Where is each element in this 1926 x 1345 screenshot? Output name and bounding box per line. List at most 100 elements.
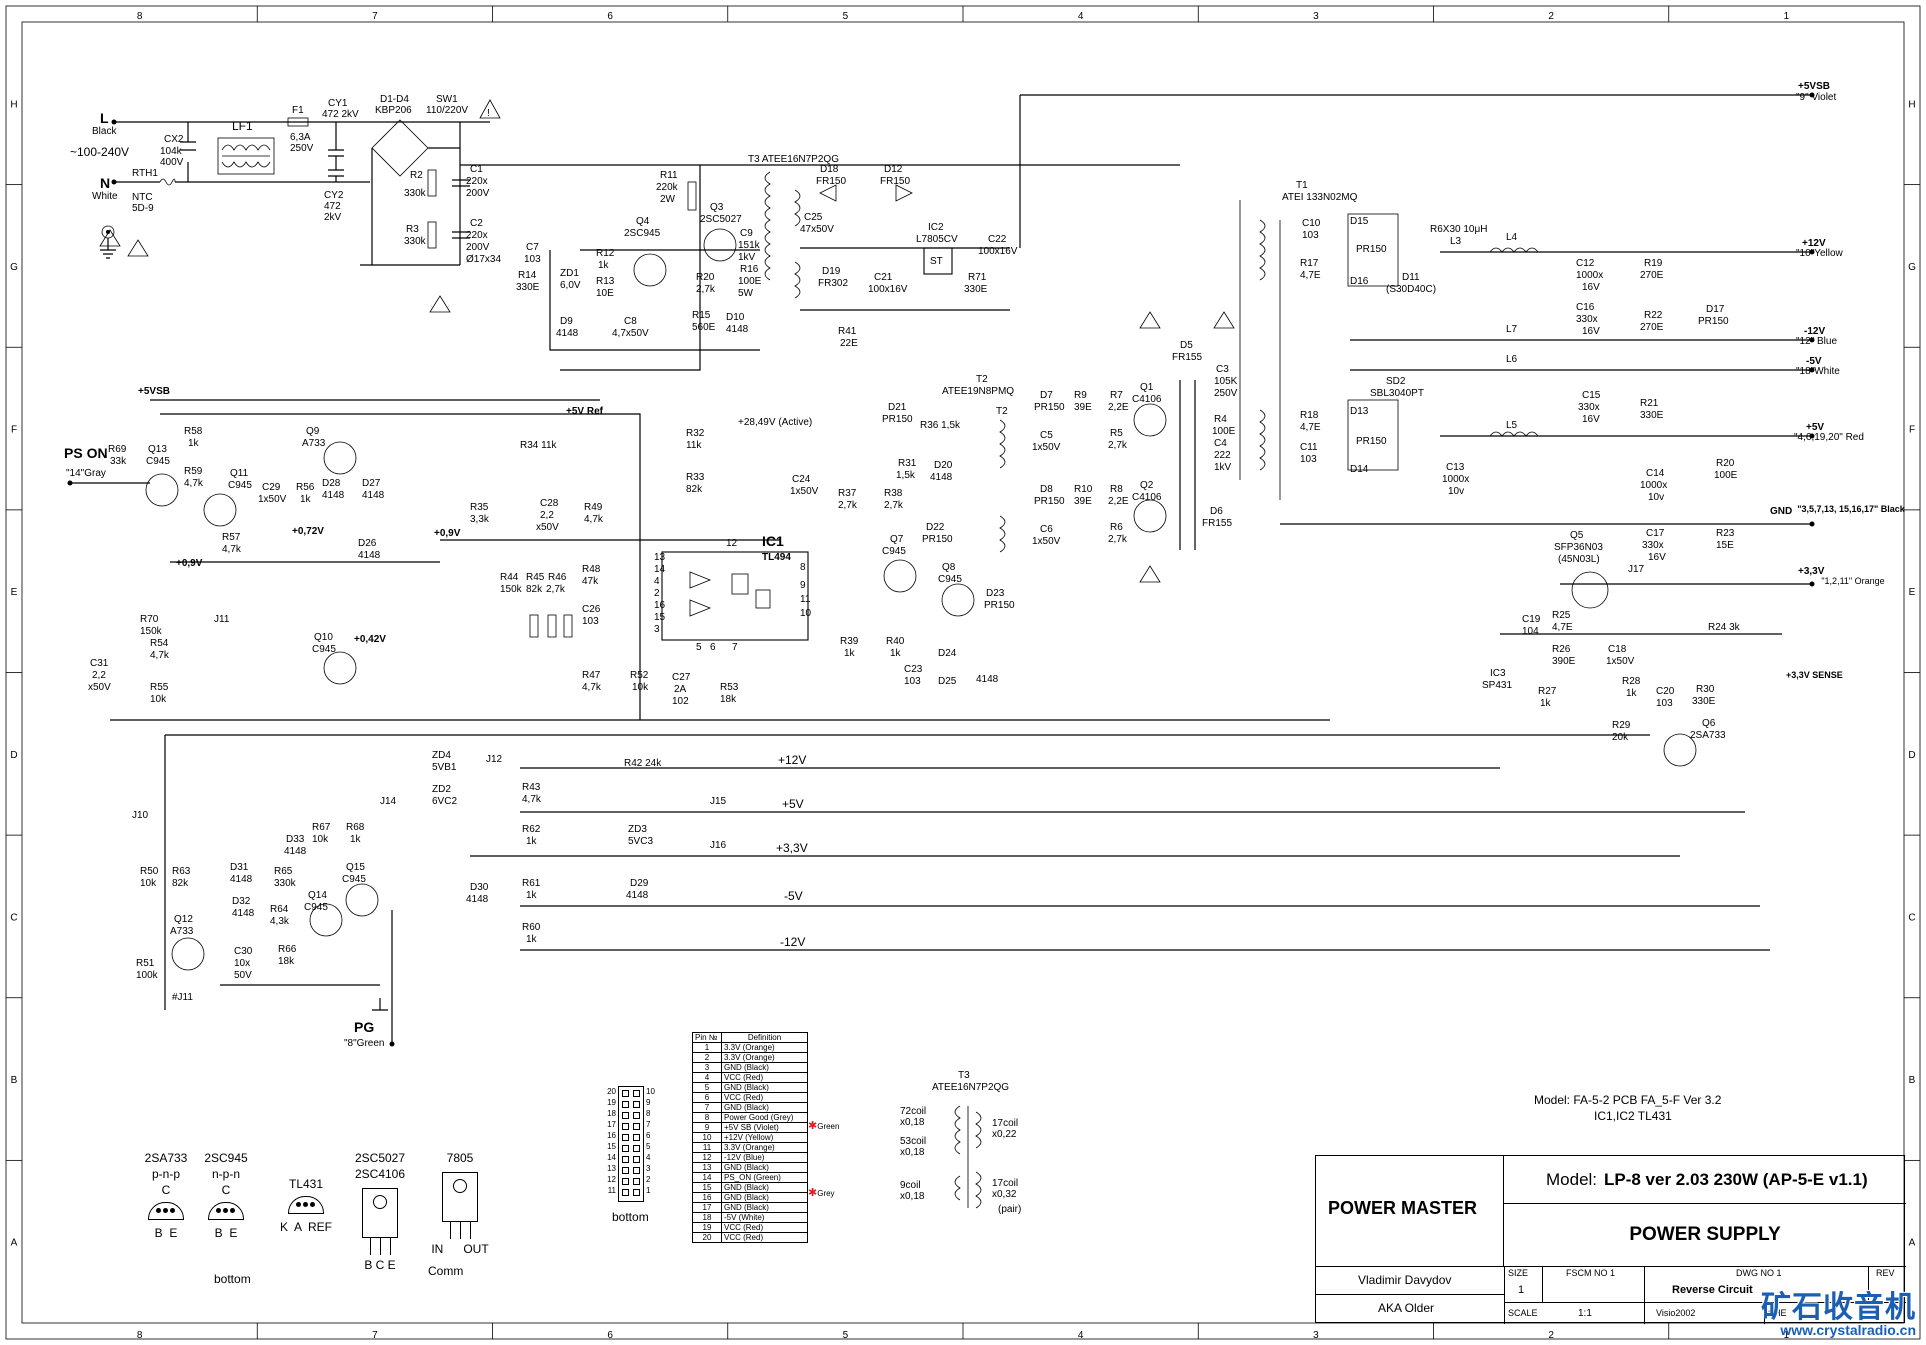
svg-text:151k: 151k	[738, 240, 761, 251]
svg-text:2,2: 2,2	[540, 510, 554, 521]
svg-text:4,7k: 4,7k	[522, 794, 542, 805]
svg-text:R34 11k: R34 11k	[520, 440, 558, 451]
svg-text:C29: C29	[262, 482, 281, 493]
svg-text:J16: J16	[710, 840, 727, 851]
svg-text:2kV: 2kV	[324, 212, 342, 223]
svg-text:D5: D5	[1180, 340, 1193, 351]
svg-text:D29: D29	[630, 878, 649, 889]
pin-definition-cell: GND (Black)	[721, 1102, 808, 1113]
svg-text:15E: 15E	[1716, 540, 1734, 551]
pin-number-cell: 9	[692, 1122, 722, 1133]
connector-pin	[633, 1156, 640, 1163]
svg-text:220x: 220x	[466, 176, 488, 187]
lf1-choke	[217, 137, 275, 175]
rail-gnd-pin-box: "3,5,7,13, 15,16,17" Black	[1797, 504, 1905, 514]
svg-text:R12: R12	[596, 248, 615, 259]
pin-number-cell: 15	[692, 1182, 722, 1193]
svg-text:5W: 5W	[738, 288, 754, 299]
pin-number-cell: 2	[692, 1052, 722, 1063]
svg-text:330E: 330E	[964, 284, 988, 295]
svg-text:1k: 1k	[890, 648, 902, 659]
svg-text:SFP36N03: SFP36N03	[1554, 542, 1603, 553]
svg-text:Q11: Q11	[230, 468, 249, 479]
svg-text:Q15: Q15	[346, 862, 365, 873]
pin-definition-cell: 3.3V (Orange)	[721, 1052, 808, 1063]
svg-text:1k: 1k	[598, 260, 610, 271]
svg-text:C27: C27	[672, 672, 691, 683]
svg-text:150k: 150k	[500, 584, 523, 595]
grid-row-label: E	[11, 587, 18, 598]
svg-text:LF1: LF1	[232, 119, 253, 133]
pinout-label: C	[221, 1183, 231, 1197]
connector-pin-number: 9	[646, 1098, 651, 1107]
svg-text:Q1: Q1	[1140, 382, 1154, 393]
svg-text:4148: 4148	[466, 894, 489, 905]
svg-text:ATEE19N8PMQ: ATEE19N8PMQ	[942, 386, 1014, 397]
svg-text:D21: D21	[888, 402, 907, 413]
pinout-pins: K A REF	[279, 1220, 333, 1234]
standby-section: T3 ATEE16N7P2QG R11 220k 2W Q4 2SC945 Q3…	[460, 94, 1800, 371]
svg-text:R68: R68	[346, 822, 365, 833]
grid-row-label: A	[11, 1238, 18, 1249]
scale-value: 1:1	[1578, 1308, 1592, 1319]
svg-text:4,7k: 4,7k	[584, 514, 604, 525]
driver-q7-q8: D21 PR150 R36 1,5k R31 1,5k D20 4148 R37…	[838, 402, 1015, 687]
svg-text:102: 102	[672, 696, 689, 707]
svg-text:D25: D25	[938, 676, 957, 687]
watermark-logo: 矿石收音机	[1761, 1290, 1916, 1325]
svg-text:1k: 1k	[350, 834, 362, 845]
svg-text:R52: R52	[630, 670, 649, 681]
to220-package-icon	[442, 1172, 478, 1239]
feedback-m12v: -12V	[780, 935, 805, 949]
svg-text:560E: 560E	[692, 322, 716, 333]
svg-text:1k: 1k	[188, 438, 200, 449]
svg-text:4148: 4148	[626, 890, 649, 901]
svg-text:Q6: Q6	[1702, 718, 1716, 729]
pin-number-cell: 7	[692, 1102, 722, 1113]
table-row: 10+12V (Yellow)	[692, 1132, 808, 1143]
svg-text:R66: R66	[278, 944, 297, 955]
svg-text:1k: 1k	[526, 934, 538, 945]
main-transformer: T1 ATEI 133N02MQ C10 103 R17 4,7E D15 PR…	[1239, 180, 1782, 767]
svg-text:D23: D23	[986, 588, 1005, 599]
svg-text:104: 104	[1522, 626, 1539, 637]
svg-text:C945: C945	[228, 480, 252, 491]
svg-text:R6: R6	[1110, 522, 1123, 533]
pin-number-cell: 4	[692, 1072, 722, 1083]
input-neutral-label: N	[100, 175, 110, 191]
svg-text:10v: 10v	[1648, 492, 1664, 503]
input-line-label: L	[100, 110, 109, 126]
connector-pin	[622, 1167, 629, 1174]
grid-row-label: C	[1908, 912, 1915, 923]
grid-column-label: 1	[1784, 1330, 1790, 1341]
svg-text:R5: R5	[1110, 428, 1123, 439]
svg-text:50V: 50V	[234, 970, 252, 981]
connector-pin	[633, 1178, 640, 1185]
pinout-label: 2SC5027	[354, 1151, 406, 1165]
model-note-line1: Model: FA-5-2 PCB FA_5-F Ver 3.2	[1534, 1093, 1722, 1107]
svg-text:R37: R37	[838, 488, 857, 499]
svg-text:C28: C28	[540, 498, 559, 509]
svg-text:C4106: C4106	[1132, 492, 1162, 503]
svg-text:10: 10	[800, 608, 812, 619]
svg-text:D7: D7	[1040, 390, 1053, 401]
svg-text:T2: T2	[996, 406, 1008, 417]
svg-text:D13: D13	[1350, 406, 1369, 417]
svg-text:200V: 200V	[466, 188, 490, 199]
svg-text:(S30D40C): (S30D40C)	[1386, 284, 1436, 295]
t3-winding-9: 9coil x0,18	[900, 1180, 925, 1202]
svg-text:2,2: 2,2	[92, 670, 106, 681]
svg-text:18k: 18k	[278, 956, 295, 967]
t3-detail-title: T3	[958, 1070, 970, 1081]
svg-text:82k: 82k	[686, 484, 703, 495]
connector-pin	[622, 1189, 629, 1196]
pin-number-cell: 11	[692, 1142, 722, 1153]
svg-text:R6X30 10μH: R6X30 10μH	[1430, 224, 1487, 235]
pinout-label: TL431	[288, 1177, 324, 1191]
connector-pin	[622, 1156, 629, 1163]
svg-text:4,7E: 4,7E	[1300, 422, 1321, 433]
svg-text:D16: D16	[1350, 276, 1369, 287]
